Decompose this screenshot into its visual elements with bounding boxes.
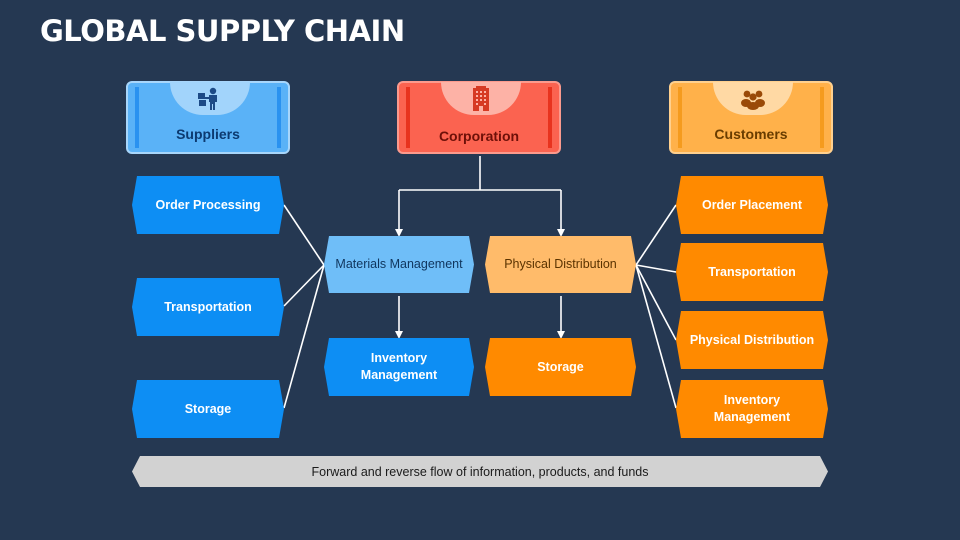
customer-transportation: Transportation <box>676 243 828 301</box>
people-group-icon <box>741 90 765 110</box>
office-building-icon <box>473 85 489 111</box>
customer-order-placement: Order Placement <box>676 176 828 234</box>
customers-header-card: Customers <box>669 81 833 154</box>
card-accent-bar <box>277 87 281 148</box>
link-supplier-transportation <box>283 264 325 307</box>
suppliers-label: Suppliers <box>176 126 240 142</box>
page-title: GLOBAL SUPPLY CHAIN <box>40 14 405 48</box>
link-order-processing <box>283 204 325 266</box>
materials-management-box: Materials Management <box>324 236 474 293</box>
customer-physical-distribution: Physical Distribution <box>676 311 828 369</box>
supplier-storage: Storage <box>132 380 284 438</box>
supplier-person-boxes-icon <box>198 87 217 110</box>
customer-inventory-management: Inventory Management <box>676 380 828 438</box>
link-customer-physical-distribution <box>635 264 677 341</box>
flow-banner: Forward and reverse flow of information,… <box>132 456 828 487</box>
card-accent-bar <box>548 87 552 148</box>
corporation-label: Corporation <box>438 128 520 144</box>
link-supplier-storage <box>283 264 325 409</box>
supplier-order-processing: Order Processing <box>132 176 284 234</box>
physical-distribution-box: Physical Distribution <box>485 236 636 293</box>
card-icon-tab <box>441 82 521 115</box>
link-customer-transportation <box>635 264 677 273</box>
card-accent-bar <box>406 87 410 148</box>
suppliers-header-card: Suppliers <box>126 81 290 154</box>
card-accent-bar <box>678 87 682 148</box>
inventory-management-box: Inventory Management <box>324 338 474 396</box>
link-order-placement <box>635 204 677 266</box>
link-customer-inventory-management <box>635 264 677 409</box>
storage-box: Storage <box>485 338 636 396</box>
customers-label: Customers <box>714 126 788 142</box>
card-accent-bar <box>135 87 139 148</box>
supplier-transportation: Transportation <box>132 278 284 336</box>
card-icon-tab <box>170 82 250 115</box>
corporation-header-card: Corporation <box>397 81 561 154</box>
card-icon-tab <box>713 82 793 115</box>
card-accent-bar <box>820 87 824 148</box>
